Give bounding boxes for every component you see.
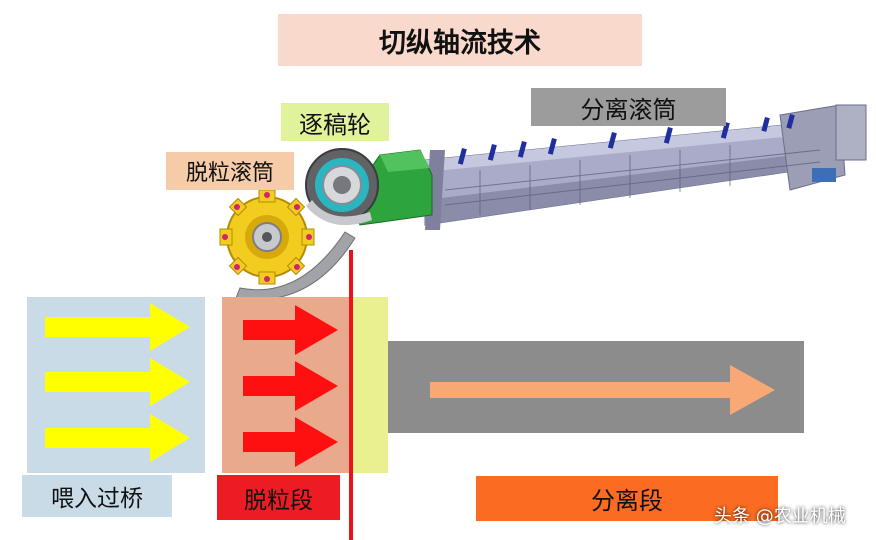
- separator-drum-label: 分离滚筒: [531, 88, 726, 126]
- separation-section-label: 分离段: [476, 476, 778, 521]
- threshing-section-label: 脱粒段: [217, 475, 340, 520]
- beater-wheel-illustration: [305, 148, 379, 226]
- separation-arrow: [430, 365, 775, 415]
- watermark: 头条 @农业机械: [714, 506, 846, 527]
- feed-arrows: [45, 303, 190, 462]
- combine-machine-illustration: [219, 104, 867, 300]
- feed-section-label: 喂入过桥: [22, 475, 172, 517]
- feed-arrow-3: [45, 414, 190, 462]
- threshing-drum-label: 脱粒滚筒: [166, 152, 294, 190]
- beater-label: 逐稿轮: [281, 103, 389, 141]
- threshing-arrow-2: [243, 361, 338, 411]
- threshing-separation-divider-line: [349, 250, 353, 540]
- threshing-arrow-3: [243, 417, 338, 467]
- beater-section-strip: [350, 297, 388, 473]
- threshing-arrow-1: [243, 305, 338, 355]
- flow-arrows: [45, 303, 775, 467]
- threshing-arrows: [243, 305, 338, 467]
- feed-arrow-2: [45, 358, 190, 406]
- feed-arrow-1: [45, 303, 190, 351]
- diagram-title: 切纵轴流技术: [278, 14, 642, 66]
- threshing-drum-illustration: [219, 189, 356, 300]
